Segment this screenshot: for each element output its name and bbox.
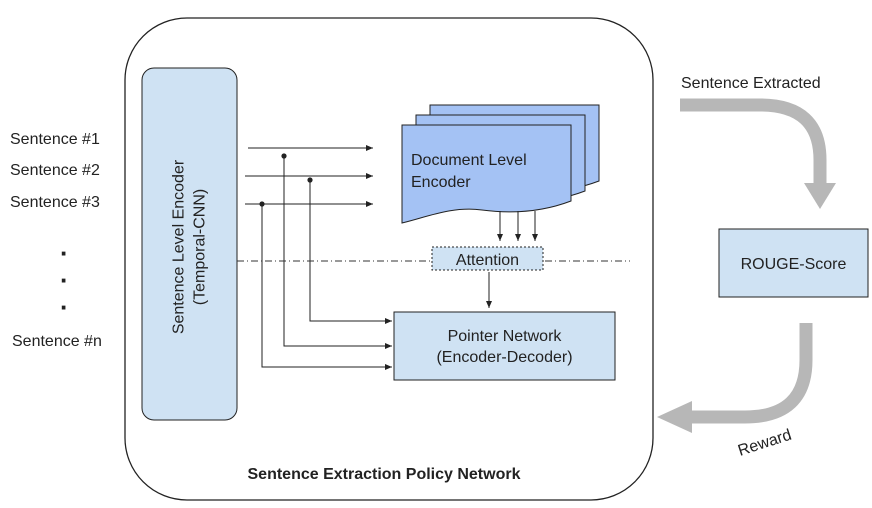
rouge-score-label: ROUGE-Score [741, 256, 847, 273]
sentence-n-label: Sentence #n [12, 333, 102, 350]
reward-arrowhead [657, 401, 692, 433]
ellipsis-dot-3: · [60, 292, 69, 322]
sentence-3-label: Sentence #3 [10, 194, 100, 211]
branch-s3-to-pointer [261, 204, 392, 370]
pointer-network-box [393, 311, 616, 381]
sentence-1-label: Sentence #1 [10, 131, 100, 148]
extracted-to-rouge-arrowhead [804, 183, 836, 209]
ellipsis-dot-1: · [60, 238, 69, 268]
pointer-network-line1: Pointer Network [448, 328, 563, 345]
pointer-network-line2: (Encoder-Decoder) [436, 349, 572, 366]
document-encoder-line1: Document Level [411, 152, 527, 169]
reward-label: Reward [736, 427, 794, 460]
document-encoder-line2: Encoder [411, 174, 471, 191]
ellipsis-dot-2: · [60, 265, 69, 295]
document-level-encoder-stack [401, 104, 600, 224]
extracted-to-rouge-arrow-shaft [680, 98, 827, 185]
document-sheet-front [401, 124, 572, 224]
sentence-level-encoder-title: Sentence Level Encoder [171, 159, 188, 334]
policy-network-label: Sentence Extraction Policy Network [248, 466, 521, 483]
sentence-level-encoder-box [141, 67, 238, 421]
rouge-score-box [718, 228, 869, 298]
sentence-2-label: Sentence #2 [10, 162, 100, 179]
branch-s1-to-pointer [283, 156, 392, 349]
sentence-extracted-label: Sentence Extracted [681, 75, 821, 92]
attention-box [431, 246, 544, 271]
sentence-level-encoder-subtitle: (Temporal-CNN) [192, 189, 209, 305]
branch-s2-to-pointer [309, 180, 392, 324]
attention-label: Attention [456, 252, 519, 269]
reward-arrow-shaft [690, 323, 813, 424]
